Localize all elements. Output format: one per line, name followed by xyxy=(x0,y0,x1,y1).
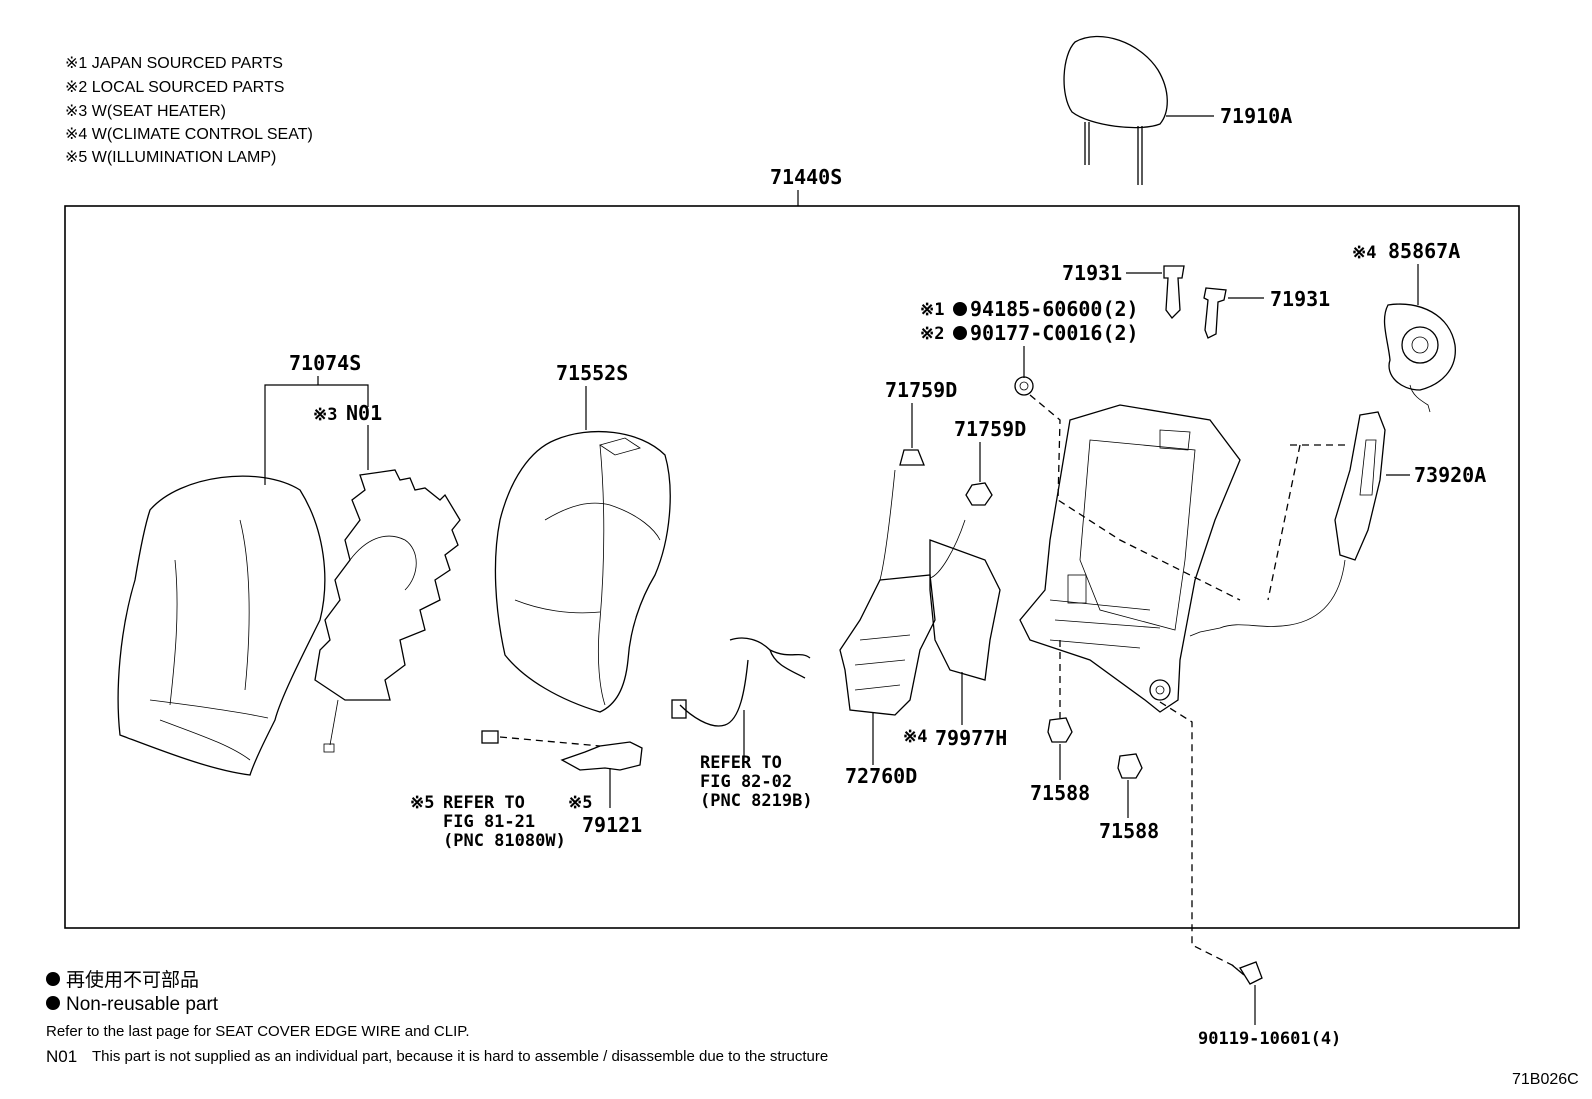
non-reusable-dot-2 xyxy=(953,326,967,340)
lumbar-support-drawing[interactable] xyxy=(839,469,966,716)
seat-heater-drawing[interactable] xyxy=(314,469,461,753)
bolt2-note-mark: ※2 xyxy=(920,324,944,344)
ref2-line1[interactable]: REFER TO xyxy=(700,753,782,773)
label-pad: 71552S xyxy=(556,361,628,385)
note-4: ※4 W(CLIMATE CONTROL SEAT) xyxy=(65,126,313,143)
lamp-note-mark: ※5 xyxy=(568,793,592,813)
label-clip-2: 71588 xyxy=(1099,819,1159,843)
frame-bolt-drawing[interactable] xyxy=(1231,961,1263,985)
ref2-line3[interactable]: (PNC 8219B) xyxy=(700,791,813,811)
seat-back-frame-drawing[interactable] xyxy=(1019,404,1241,713)
frame-nut-drawing[interactable] xyxy=(1014,376,1034,396)
heater-note-mark: ※3 xyxy=(313,405,337,425)
label-bottom-bolt: 90119-10601(4) xyxy=(1198,1029,1341,1049)
note-2: ※2 LOCAL SOURCED PARTS xyxy=(65,79,284,96)
footnote-refer: Refer to the last page for SEAT COVER ED… xyxy=(46,1023,470,1040)
label-sensor: 79977H xyxy=(935,726,1007,750)
ref1-note-mark: ※5 xyxy=(410,793,434,813)
label-heater: N01 xyxy=(346,401,382,425)
label-guide-2: 71931 xyxy=(1270,287,1330,311)
hook-2-drawing[interactable] xyxy=(965,482,993,506)
sensor-note-mark: ※4 xyxy=(903,727,927,747)
label-clip-1: 71588 xyxy=(1030,781,1090,805)
legend-dot-jp xyxy=(46,972,60,986)
non-reusable-dot-1 xyxy=(953,302,967,316)
hook-1-drawing[interactable] xyxy=(899,449,925,466)
wire-harness-drawing[interactable] xyxy=(671,637,811,727)
note-5: ※5 W(ILLUMINATION LAMP) xyxy=(65,149,276,166)
footnote-n01-text: This part is not supplied as an individu… xyxy=(92,1048,828,1065)
label-side-panel: 73920A xyxy=(1414,463,1486,487)
label-bolt-1: 94185-60600(2) xyxy=(970,297,1139,321)
headrest-guide-2-drawing[interactable] xyxy=(1203,287,1227,339)
cover-bracket xyxy=(264,384,369,485)
headrest-drawing[interactable] xyxy=(1063,35,1214,185)
label-hook-2: 71759D xyxy=(954,417,1026,441)
blower-note-mark: ※4 xyxy=(1352,243,1376,263)
legend-dot-en xyxy=(46,996,60,1010)
label-lamp: 79121 xyxy=(582,813,642,837)
clip-1-drawing[interactable] xyxy=(1047,717,1073,743)
headrest-guide-1-drawing[interactable] xyxy=(1163,265,1185,319)
label-bolt-2: 90177-C0016(2) xyxy=(970,321,1139,345)
ref1-line1[interactable]: REFER TO xyxy=(443,793,525,813)
label-headrest: 71910A xyxy=(1220,104,1292,128)
bolt1-note-mark: ※1 xyxy=(920,300,944,320)
legend-en: Non-reusable part xyxy=(66,994,219,1015)
ref2-line2[interactable]: FIG 82-02 xyxy=(700,772,792,792)
assembly-frame xyxy=(64,205,1520,929)
ref1-line2[interactable]: FIG 81-21 xyxy=(443,812,535,832)
legend-jp: 再使用不可部品 xyxy=(66,969,199,991)
lamp-drawing[interactable] xyxy=(560,741,643,771)
ref1-line3[interactable]: (PNC 81080W) xyxy=(443,831,566,851)
label-blower: 85867A xyxy=(1388,239,1460,263)
label-lumbar: 72760D xyxy=(845,764,917,788)
legend: 再使用不可部品 Non-reusable part xyxy=(46,969,219,1015)
notes-list: ※1 JAPAN SOURCED PARTS ※2 LOCAL SOURCED … xyxy=(65,55,313,166)
figure-id: 71B026C xyxy=(1512,1071,1579,1088)
climate-blower-drawing[interactable] xyxy=(1383,303,1456,413)
note-1: ※1 JAPAN SOURCED PARTS xyxy=(65,55,283,72)
seat-cover-drawing[interactable] xyxy=(117,475,326,776)
side-panel-drawing[interactable] xyxy=(1189,411,1386,637)
note-3: ※3 W(SEAT HEATER) xyxy=(65,103,226,120)
seat-pad-drawing[interactable] xyxy=(494,431,671,713)
label-guide-1: 71931 xyxy=(1062,261,1122,285)
clip-2-drawing[interactable] xyxy=(1117,753,1143,779)
footnote-n01-code: N01 xyxy=(46,1047,77,1066)
label-hook-1: 71759D xyxy=(885,378,957,402)
label-cover: 71074S xyxy=(289,351,361,375)
label-assembly: 71440S xyxy=(770,165,842,189)
climate-sensor-drawing[interactable] xyxy=(929,539,1001,681)
lamp-connector-drawing[interactable] xyxy=(481,730,499,744)
